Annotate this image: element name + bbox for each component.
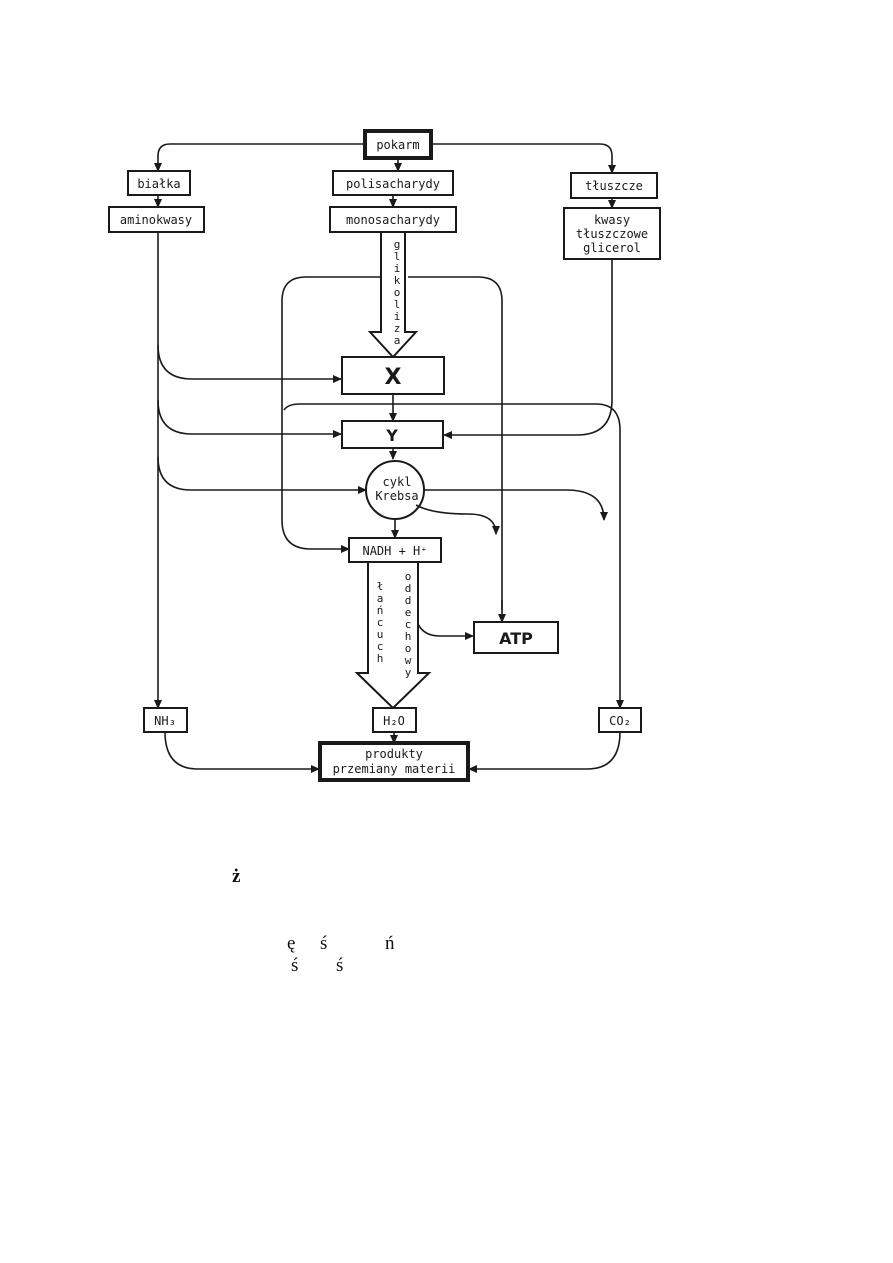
lancuch-char: h [377, 652, 384, 665]
krebs-label-line1: cykl [383, 475, 412, 489]
text-fragment-e: ę [287, 933, 296, 954]
lancuch-char: u [377, 628, 384, 641]
glikoliza-char: i [394, 310, 401, 323]
glikoliza-char: o [394, 286, 401, 299]
krebs-label-line2: Krebsa [375, 489, 418, 503]
nh3-label: NH₃ [154, 714, 176, 728]
h2o-label: H₂O [383, 714, 405, 728]
glikoliza-arrow [367, 231, 419, 359]
bialka-box [127, 170, 191, 196]
oddechowy-char: e [405, 606, 412, 619]
y-label: Y [385, 426, 398, 445]
lancuch-char: c [377, 616, 384, 629]
text-fragment-s1: ś [320, 933, 328, 954]
aminokwasy-label: aminokwasy [120, 213, 192, 227]
atp-label: ATP [499, 629, 533, 648]
atp-collection-loop-left [281, 276, 381, 553]
glikoliza-char: i [394, 262, 401, 275]
produkty-label-line2: przemiany materii [333, 762, 456, 776]
kwasy-label-line3: glicerol [583, 241, 641, 255]
kwasy-label-line1: kwasy [594, 213, 630, 227]
aminokwasy-to-x-arrow [157, 344, 342, 383]
text-fragment-s3: ś [336, 955, 344, 976]
x-label: X [385, 365, 402, 390]
lancuch-char: a [377, 592, 384, 605]
lancuch-char: ł [377, 580, 384, 593]
oddechowy-char: c [405, 618, 412, 631]
lancuch-char: c [377, 640, 384, 653]
pokarm-label: pokarm [376, 138, 419, 152]
oddechowy-char: h [405, 630, 412, 643]
text-fragment-n: ń [385, 933, 395, 954]
text-fragment-s2: ś [291, 955, 299, 976]
monosacharydy-label: monosacharydy [346, 213, 440, 227]
co2-label: CO₂ [609, 714, 631, 728]
text-fragment-z: ż [232, 866, 241, 887]
glikoliza-char: z [394, 322, 401, 335]
respiratory-chain-arrow [354, 561, 432, 710]
nadh-box [348, 537, 442, 563]
nh3-to-produkty-arrow [164, 731, 320, 773]
oddechowy-char: d [405, 582, 412, 595]
atp-collection-loop [408, 276, 503, 610]
kwasy-to-y-arrow [443, 259, 613, 439]
glikoliza-char: l [394, 298, 401, 311]
pokarm-to-bialka-arrow [154, 143, 365, 172]
krebs-to-atp-line [415, 504, 500, 535]
glikoliza-char: a [394, 334, 401, 347]
pokarm-to-tluszcze-arrow [431, 143, 616, 174]
produkty-label-line1: produkty [365, 747, 423, 761]
monosacharydy-box [329, 206, 457, 233]
tluszcze-label: tłuszcze [585, 179, 643, 193]
oddechowy-char: w [405, 654, 412, 667]
oddechowy-char: d [405, 594, 412, 607]
bialka-label: białka [137, 177, 180, 191]
xy-to-co2-line [283, 403, 624, 709]
co2-to-produkty-arrow [468, 731, 621, 773]
glikoliza-char: l [394, 250, 401, 263]
glikoliza-char: k [394, 274, 401, 287]
tluszcze-box [570, 172, 658, 199]
kwasy-label-line2: tłuszczowe [576, 227, 648, 241]
aminokwasy-to-krebs-arrow [157, 456, 367, 494]
nh3-box [143, 707, 188, 733]
chain-to-atp-arrow [417, 623, 474, 640]
atp-box [473, 621, 559, 654]
oddechowy-char: o [405, 570, 412, 583]
lancuch-char: ń [377, 604, 384, 617]
krebs-to-co2-line [424, 489, 608, 521]
oddechowy-char: y [405, 666, 412, 679]
glikoliza-char: g [394, 238, 401, 251]
nadh-label: NADH + H⁺ [362, 544, 427, 558]
aminokwasy-to-y-arrow [157, 399, 342, 438]
polisacharydy-label: polisacharydy [346, 177, 440, 191]
oddechowy-char: o [405, 642, 412, 655]
